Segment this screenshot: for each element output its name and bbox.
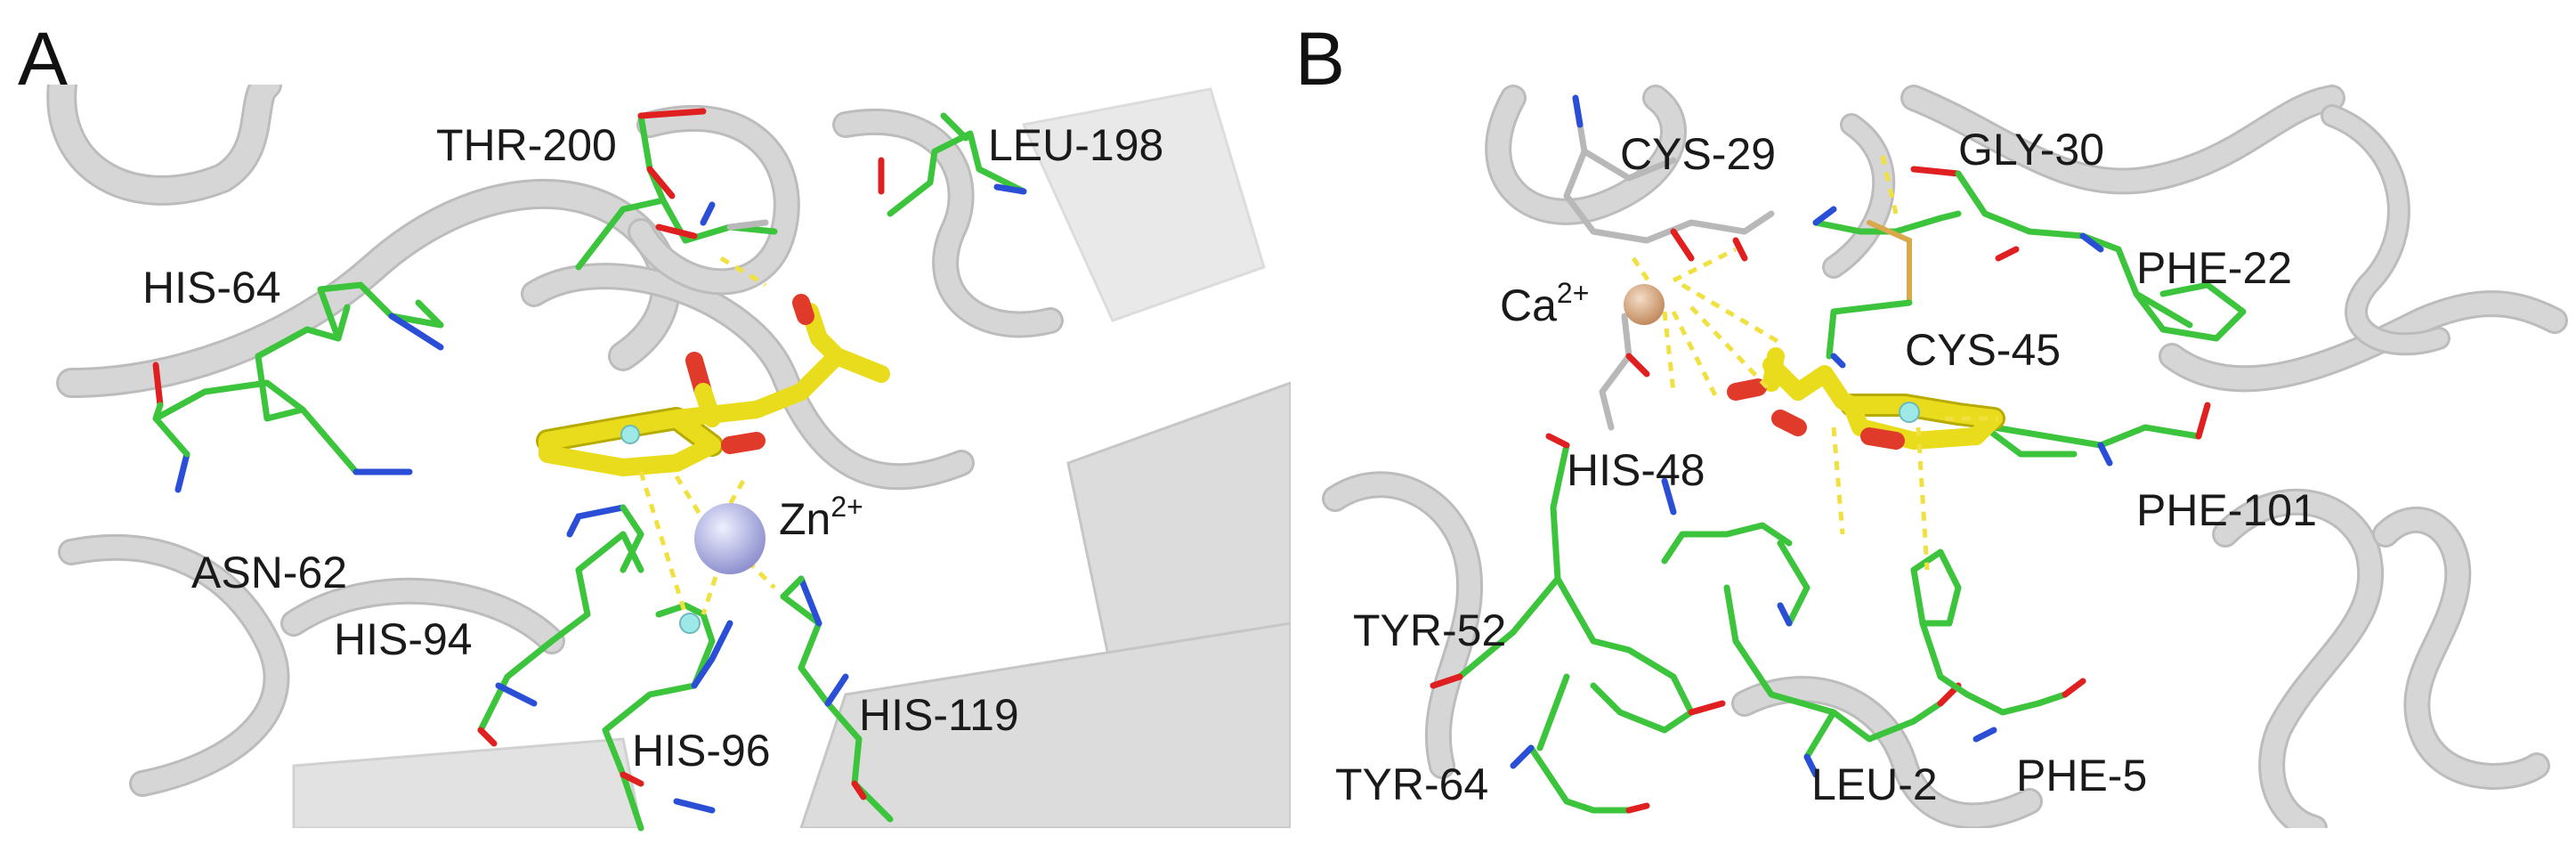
residue-his-48-sticks xyxy=(1599,313,1810,627)
label-thr-200: THR-200 xyxy=(436,120,617,170)
residue-phe-5-sticks xyxy=(1910,548,2086,743)
residue-asn-62-sticks xyxy=(152,326,413,493)
label-cys-45: CYS-45 xyxy=(1905,325,2061,375)
residue-tyr-64-sticks xyxy=(1510,673,1650,814)
panel-b-interactions xyxy=(1631,155,1998,571)
panel-a: A Zn2+ THR-200 LEU-198 HIS-64 ASN-62 HIS… xyxy=(18,17,1291,832)
residue-phe-101-sticks xyxy=(1981,402,2211,467)
zinc-ion-label: Zn2+ xyxy=(779,491,863,544)
residue-his-94-sticks xyxy=(477,504,644,747)
label-his-96: HIS-96 xyxy=(632,726,771,776)
label-tyr-64: TYR-64 xyxy=(1335,760,1488,809)
residue-his-119-sticks xyxy=(780,575,894,823)
calcium-ion-label: Ca2+ xyxy=(1500,277,1589,330)
residue-his-64-sticks xyxy=(317,281,444,351)
label-cys-29: CYS-29 xyxy=(1620,129,1776,179)
residue-thr-200-sticks xyxy=(575,108,778,271)
label-phe-101: PHE-101 xyxy=(2136,485,2317,535)
residue-leu-198-sticks xyxy=(878,112,1027,217)
residue-cys-45-sticks xyxy=(1826,220,1913,369)
label-leu-2: LEU-2 xyxy=(1811,760,1938,809)
panel-a-centroids xyxy=(620,425,701,634)
label-his-119: HIS-119 xyxy=(859,690,1019,740)
residue-cys-29-sticks xyxy=(1563,94,1775,262)
label-his-64: HIS-64 xyxy=(142,263,281,313)
label-phe-5: PHE-5 xyxy=(2016,751,2147,800)
calcium-ion xyxy=(1624,284,1665,325)
panel-b-letter: B xyxy=(1295,17,1345,101)
residue-tyr-52-sticks xyxy=(1430,433,1726,734)
label-gly-30: GLY-30 xyxy=(1958,125,2104,175)
zinc-ion xyxy=(694,503,766,574)
residue-his-96-sticks xyxy=(602,602,733,832)
residue-gly-30-sticks xyxy=(1812,166,2033,262)
label-asn-62: ASN-62 xyxy=(191,548,347,597)
label-phe-22: PHE-22 xyxy=(2136,243,2292,293)
panel-b-centroids xyxy=(1899,402,1920,423)
label-tyr-52: TYR-52 xyxy=(1353,605,1506,655)
label-his-48: HIS-48 xyxy=(1567,445,1705,495)
panel-b: B Ca2+ CYS-29 GLY-30 PHE-22 CYS-45 HIS-4… xyxy=(1295,17,2568,828)
residue-phe-22-sticks xyxy=(2026,228,2247,342)
panel-b-ribbon xyxy=(1322,85,2568,828)
panel-a-letter: A xyxy=(18,17,68,101)
panel-a-ribbon xyxy=(46,85,1291,828)
label-his-94: HIS-94 xyxy=(334,614,473,664)
label-leu-198: LEU-198 xyxy=(988,120,1163,170)
